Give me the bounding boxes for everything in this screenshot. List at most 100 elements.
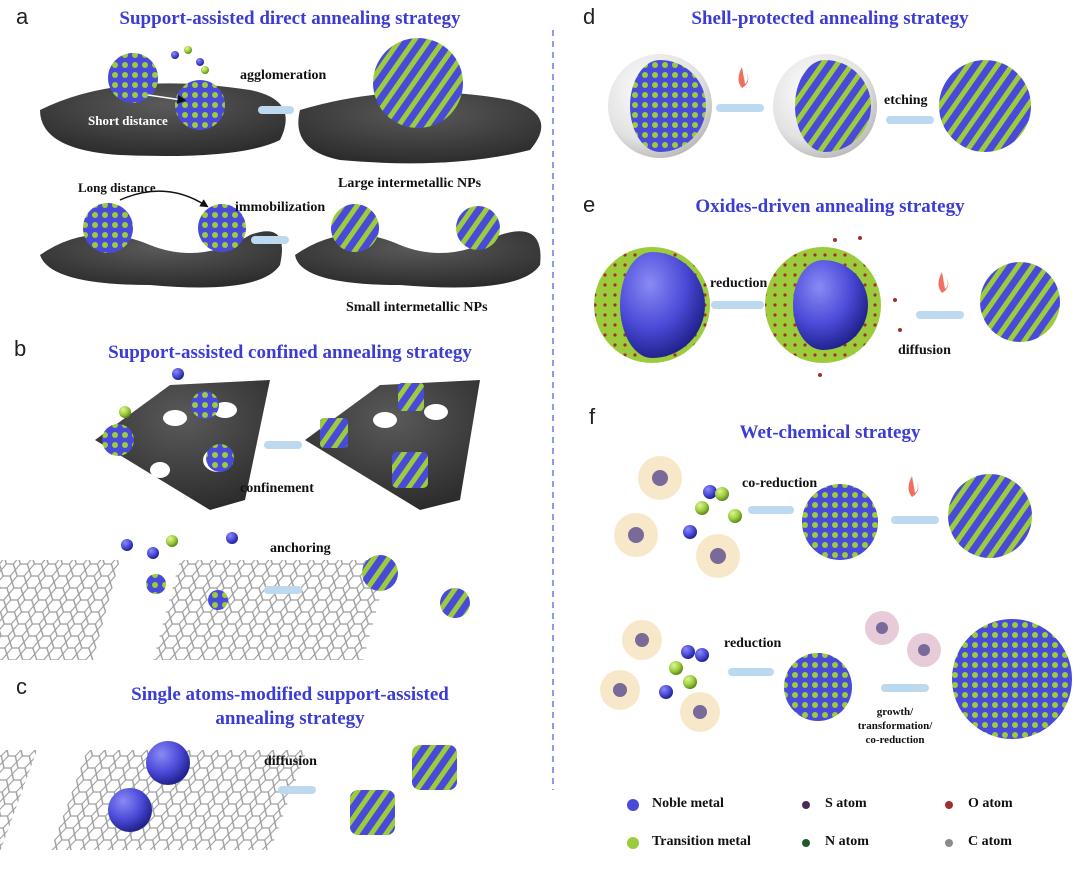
atom <box>659 685 673 699</box>
label-transformation: transformation/ <box>857 720 933 732</box>
panel-b-graphics <box>0 368 480 660</box>
legend-c-atom: C atom <box>968 834 1012 849</box>
legend-marker <box>627 837 639 849</box>
label-large-nps: Large intermetallic NPs <box>338 176 482 191</box>
panel-a-title: Support-assisted direct annealing strate… <box>119 8 461 29</box>
flame-icon <box>938 272 949 293</box>
label-anchoring: anchoring <box>270 541 331 556</box>
surfactant-micelle <box>907 633 941 667</box>
panel-f-graphics <box>600 456 1072 739</box>
panel-e-title: Oxides-driven annealing strategy <box>695 196 965 217</box>
legend-n-atom: N atom <box>825 834 869 849</box>
pore <box>163 410 187 426</box>
flame-icon <box>908 476 919 497</box>
pore <box>150 462 170 478</box>
panel-e-graphics <box>594 236 1060 377</box>
confined-np <box>392 452 428 488</box>
confined-np <box>398 383 424 411</box>
nanoparticle <box>83 203 133 253</box>
legend-marker <box>802 801 810 809</box>
atom <box>166 535 178 547</box>
atom <box>201 66 209 74</box>
large-intermetallic-np <box>373 38 463 128</box>
distance-arrow <box>119 190 209 208</box>
atom <box>172 368 184 380</box>
panel-c-letter: c <box>16 674 27 699</box>
panel-c-graphics <box>0 741 457 850</box>
core-particle <box>793 260 868 350</box>
legend-noble-metal: Noble metal <box>652 796 724 811</box>
cluster <box>191 391 219 419</box>
surfactant-micelle <box>622 620 662 660</box>
intermetallic-np <box>412 745 457 790</box>
cluster <box>146 741 190 785</box>
atom <box>703 485 717 499</box>
surfactant-micelle <box>680 692 720 732</box>
cluster <box>102 424 134 456</box>
cluster <box>206 444 234 472</box>
atom <box>681 645 695 659</box>
label-etching: etching <box>884 93 928 108</box>
surfactant-micelle <box>614 513 658 557</box>
legend-marker <box>945 801 953 809</box>
legend-marker <box>627 799 639 811</box>
label-co-reduction-2: co-reduction <box>865 734 925 746</box>
nanoparticle <box>198 204 246 252</box>
intermetallic-np <box>948 474 1032 558</box>
panel-b-letter: b <box>14 336 27 361</box>
support-slab <box>40 231 282 288</box>
legend-marker <box>945 839 953 847</box>
small-intermetallic-np <box>331 204 379 252</box>
label-immobilization: immobilization <box>235 200 326 215</box>
atom <box>669 661 683 675</box>
label-co-reduction: co-reduction <box>742 476 818 491</box>
atom <box>147 547 159 559</box>
core-particle <box>620 252 705 358</box>
label-diffusion: diffusion <box>264 754 317 769</box>
nanoparticle <box>108 53 158 103</box>
pore <box>373 412 397 428</box>
cluster <box>146 574 166 594</box>
graphene-sheet <box>0 560 120 660</box>
o-atom <box>898 328 902 332</box>
label-short-distance: Short distance <box>88 113 168 128</box>
label-agglomeration: agglomeration <box>240 68 327 83</box>
small-intermetallic-np <box>456 206 500 250</box>
atom <box>119 406 131 418</box>
label-long-distance: Long distance <box>78 180 156 195</box>
alloy-np <box>784 653 852 721</box>
atom <box>695 648 709 662</box>
graphene-sheet <box>0 750 38 850</box>
distance-arrow <box>147 94 187 104</box>
support-slab <box>295 231 541 288</box>
atom <box>695 501 709 515</box>
core-particle <box>795 60 871 152</box>
panel-d-graphics <box>608 54 1031 158</box>
label-confinement: confinement <box>240 481 314 496</box>
panel-f-title: Wet-chemical strategy <box>739 422 921 443</box>
label-growth: growth/ <box>876 706 914 718</box>
legend-s-atom: S atom <box>825 796 867 811</box>
atom <box>715 487 729 501</box>
label-reduction: reduction <box>710 276 768 291</box>
intermetallic-np <box>350 790 395 835</box>
o-atom <box>893 298 897 302</box>
atom <box>121 539 133 551</box>
nanoparticle <box>175 80 225 130</box>
surfactant-micelle <box>638 456 682 500</box>
label-small-nps: Small intermetallic NPs <box>346 300 488 315</box>
cluster <box>108 788 152 832</box>
panel-d-title: Shell-protected annealing strategy <box>691 8 969 29</box>
flame-icon <box>738 67 749 88</box>
label-diffusion-e: diffusion <box>898 343 951 358</box>
atom <box>196 58 204 66</box>
atom <box>728 509 742 523</box>
surfactant-micelle <box>600 670 640 710</box>
intermetallic-np <box>952 619 1072 739</box>
label-reduction-f: reduction <box>724 636 782 651</box>
legend-marker <box>802 839 810 847</box>
o-atom <box>833 238 837 242</box>
anchored-np <box>440 588 470 618</box>
panel-a-graphics <box>40 38 542 288</box>
